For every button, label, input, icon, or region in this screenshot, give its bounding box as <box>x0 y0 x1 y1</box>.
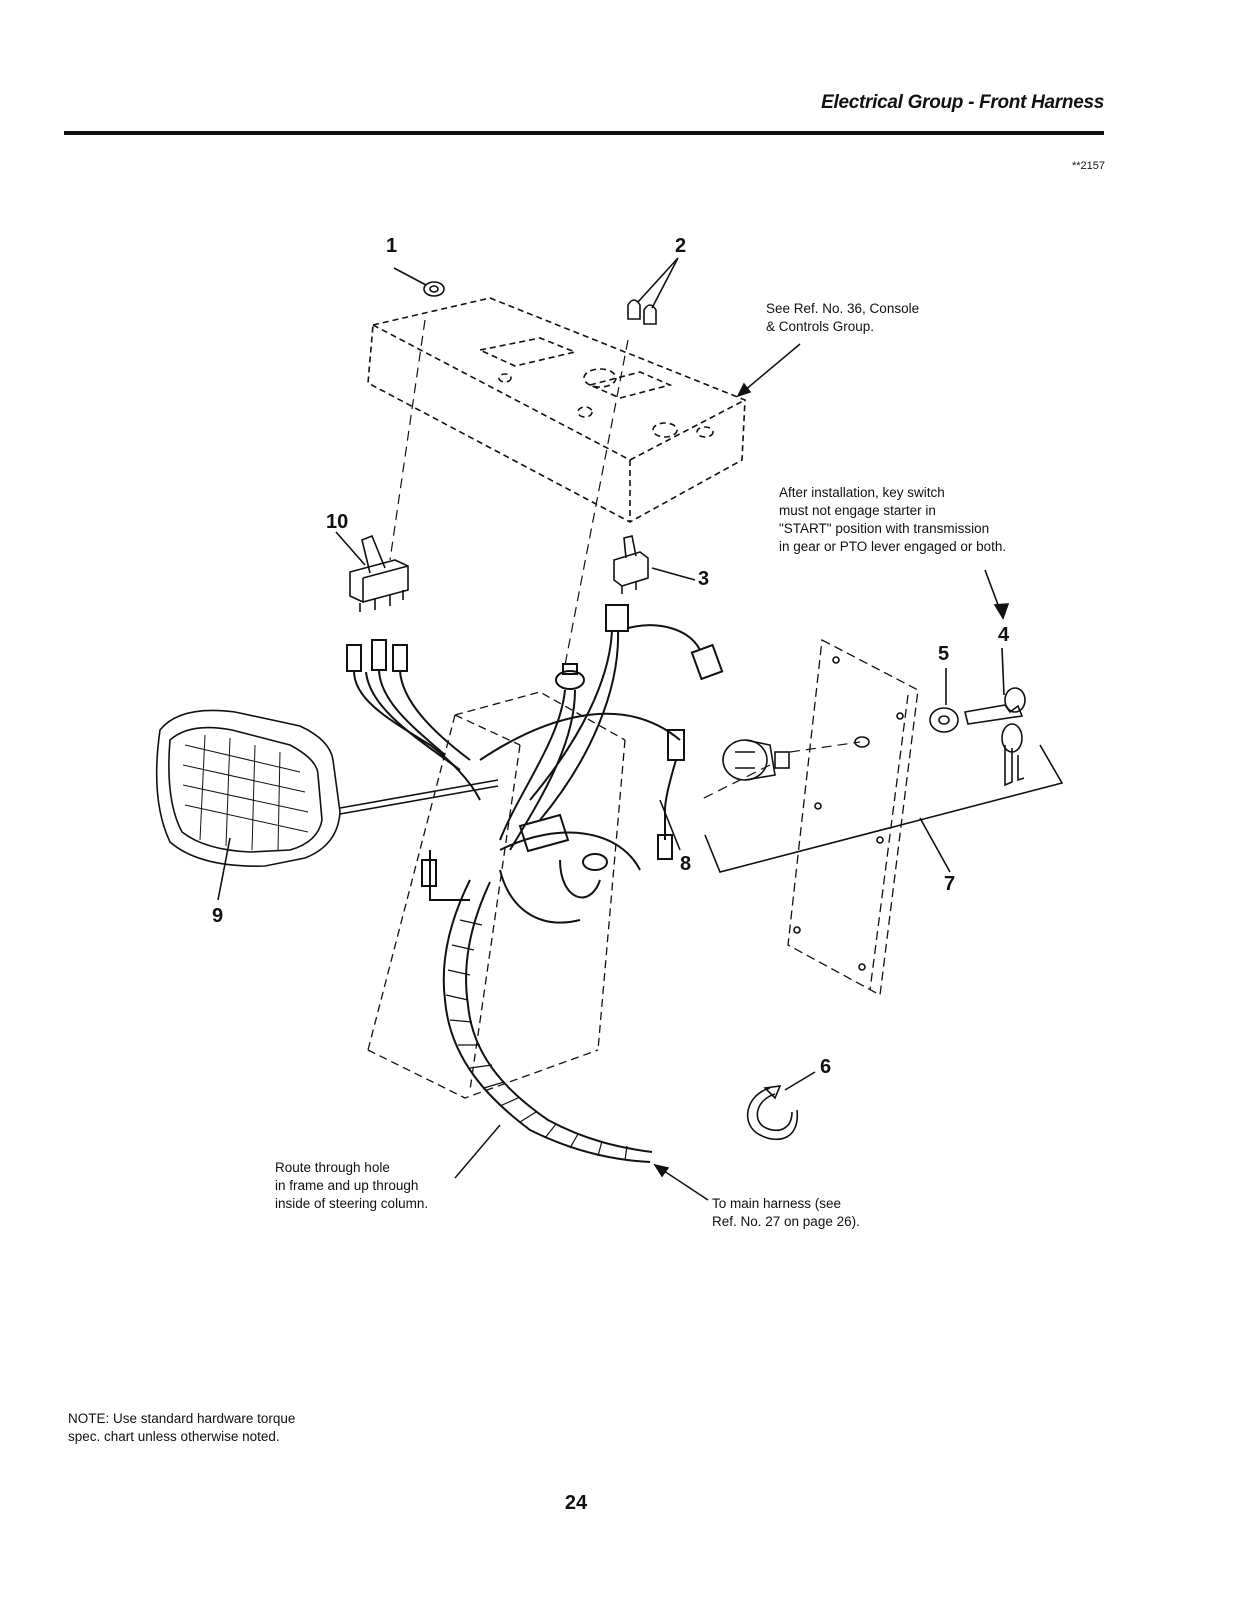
svg-text:"START" position with transmis: "START" position with transmission <box>779 521 989 536</box>
assembly-lines <box>389 319 861 801</box>
svg-text:After installation, key switch: After installation, key switch <box>779 485 945 500</box>
part-6-clamp <box>746 1071 816 1140</box>
console-outline <box>367 297 746 523</box>
callout-5: 5 <box>938 643 949 665</box>
svg-text:must not engage starter in: must not engage starter in <box>779 503 936 518</box>
svg-text:in gear or PTO lever engaged o: in gear or PTO lever engaged or both. <box>779 539 1006 554</box>
note-main-harness: To main harness (see Ref. No. 27 on page… <box>712 1196 860 1229</box>
part-9-headlight <box>155 709 499 901</box>
note-leaders <box>454 343 801 1201</box>
part-1-nut <box>393 267 445 297</box>
part-7-panel <box>704 638 1064 997</box>
header-rule <box>64 131 1104 135</box>
part-4-keys <box>964 569 1026 787</box>
note-key-switch: After installation, key switch must not … <box>779 485 1006 554</box>
callout-9: 9 <box>212 905 223 927</box>
callout-4: 4 <box>998 624 1010 646</box>
svg-text:Ref. No. 27 on page 26).: Ref. No. 27 on page 26). <box>712 1214 860 1229</box>
part-8-ignition-switch <box>659 739 790 851</box>
callout-8: 8 <box>680 853 691 875</box>
callout-3: 3 <box>698 568 709 590</box>
hardware-torque-note: NOTE: Use standard hardware torque spec.… <box>68 1411 296 1444</box>
svg-text:in frame and up through: in frame and up through <box>275 1178 418 1193</box>
page-number: 24 <box>564 1492 588 1514</box>
svg-text:& Controls Group.: & Controls Group. <box>766 319 874 334</box>
part-10-toggle-switch <box>335 531 409 612</box>
figure-code: **2157 <box>1071 160 1105 172</box>
part-5-nut <box>929 668 959 733</box>
part-3-switch <box>613 535 696 594</box>
callout-10: 10 <box>326 511 348 533</box>
svg-text:To main harness (see: To main harness (see <box>712 1196 841 1211</box>
note-console-ref: See Ref. No. 36, Console & Controls Grou… <box>766 301 919 334</box>
note-route: Route through hole in frame and up throu… <box>275 1160 428 1211</box>
callout-7: 7 <box>944 873 955 895</box>
part-2-bulbs <box>627 257 679 325</box>
page-header-title: Electrical Group - Front Harness <box>821 92 1104 113</box>
steering-column-outline <box>367 691 626 1099</box>
svg-text:See Ref. No. 36, Console: See Ref. No. 36, Console <box>766 301 919 316</box>
callout-2: 2 <box>675 235 686 257</box>
svg-text:Route through hole: Route through hole <box>275 1160 390 1175</box>
wiring-harness <box>346 604 724 1163</box>
svg-text:inside of steering column.: inside of steering column. <box>275 1196 428 1211</box>
callout-1: 1 <box>386 235 397 257</box>
callout-6: 6 <box>820 1056 831 1078</box>
